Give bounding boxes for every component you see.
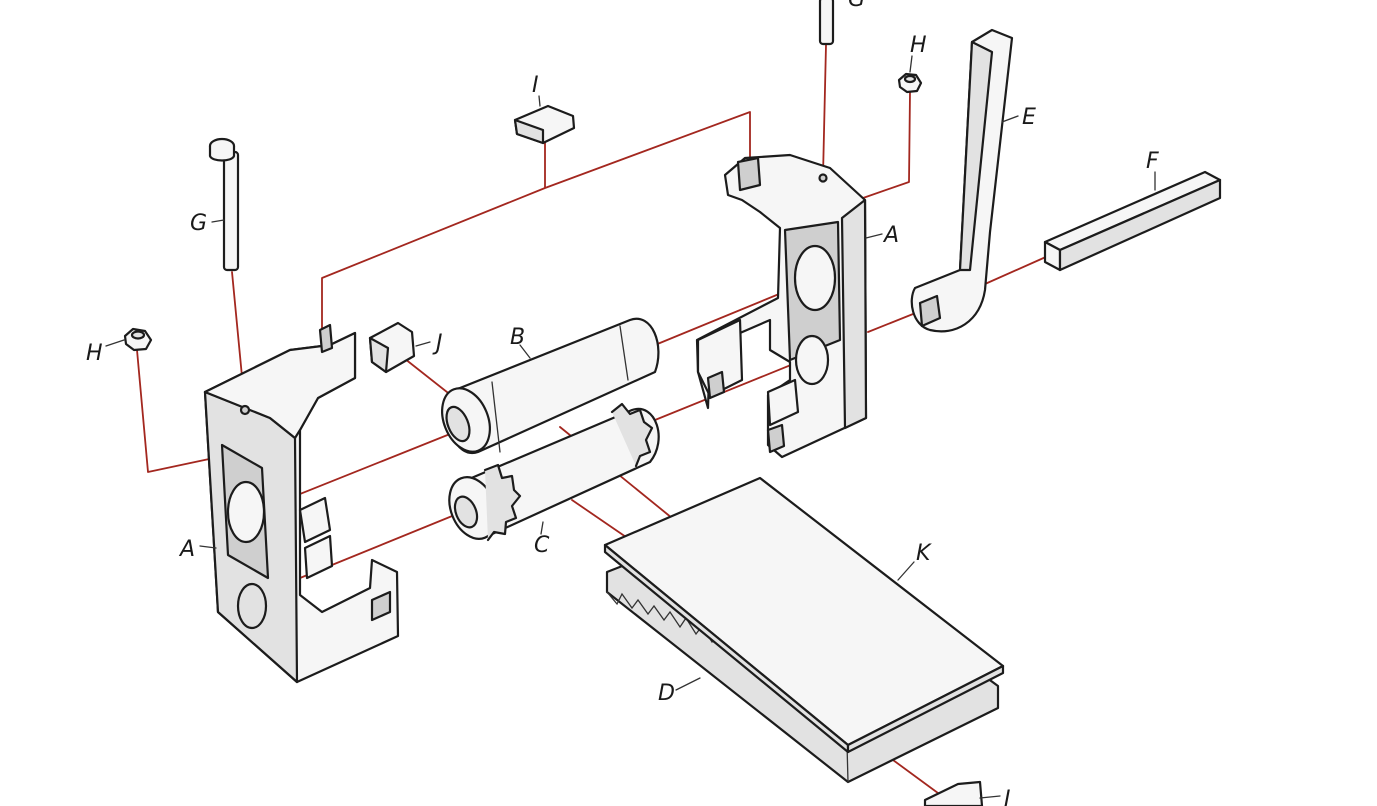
nut-h-left (123, 327, 153, 352)
roller-b (441, 317, 660, 455)
label-f: F (1146, 149, 1159, 174)
label-h-right: H (910, 33, 927, 58)
wedge-j-bottom (923, 780, 984, 806)
wedge-i (513, 104, 576, 145)
guide-line-bed-k-lower (571, 499, 627, 538)
frame-a-left (203, 323, 400, 684)
bearing-hole-upper-right (793, 244, 837, 312)
guide-line-wedge-j-bottom (892, 759, 943, 797)
label-a-left: A (178, 537, 195, 562)
guide-line-nut-h-right (862, 91, 911, 199)
label-j-mid: J (432, 331, 443, 356)
rod-g-left (208, 137, 240, 272)
label-b: B (510, 325, 525, 350)
label-g-top: G (848, 0, 865, 12)
bearing-hole-lower-right (794, 334, 830, 386)
label-e: E (1022, 105, 1036, 130)
part-labels: A A B C D E F G G H H I J J K (86, 0, 1159, 806)
bearing-hole-upper (226, 480, 266, 544)
guide-line-wedge-i (321, 111, 751, 336)
gear-roller-c (448, 402, 660, 542)
shaft-f (1043, 170, 1222, 272)
wedge-j-mid (368, 321, 416, 374)
guide-line-wedge-j (399, 354, 453, 397)
label-j-bottom: J (1000, 787, 1011, 806)
label-k: K (916, 541, 932, 566)
bed-k-and-rack-d (603, 476, 1005, 784)
crank-handle-e (910, 28, 1014, 333)
guide-line-shaft-f (984, 255, 1049, 285)
frame-a-right (695, 153, 868, 459)
label-d: D (658, 681, 675, 706)
label-g-left: G (190, 211, 207, 236)
guide-line-nut-h-left (136, 349, 229, 473)
bearing-hole-lower (236, 582, 268, 630)
label-a-right: A (882, 223, 899, 248)
nut-h-right (897, 72, 923, 94)
guide-line-rod-g-top (822, 44, 827, 177)
label-h-left: H (86, 341, 103, 366)
rod-g-top (818, 0, 835, 46)
label-c: C (534, 533, 550, 558)
label-i: I (532, 73, 539, 98)
leader-lines (105, 55, 1156, 799)
